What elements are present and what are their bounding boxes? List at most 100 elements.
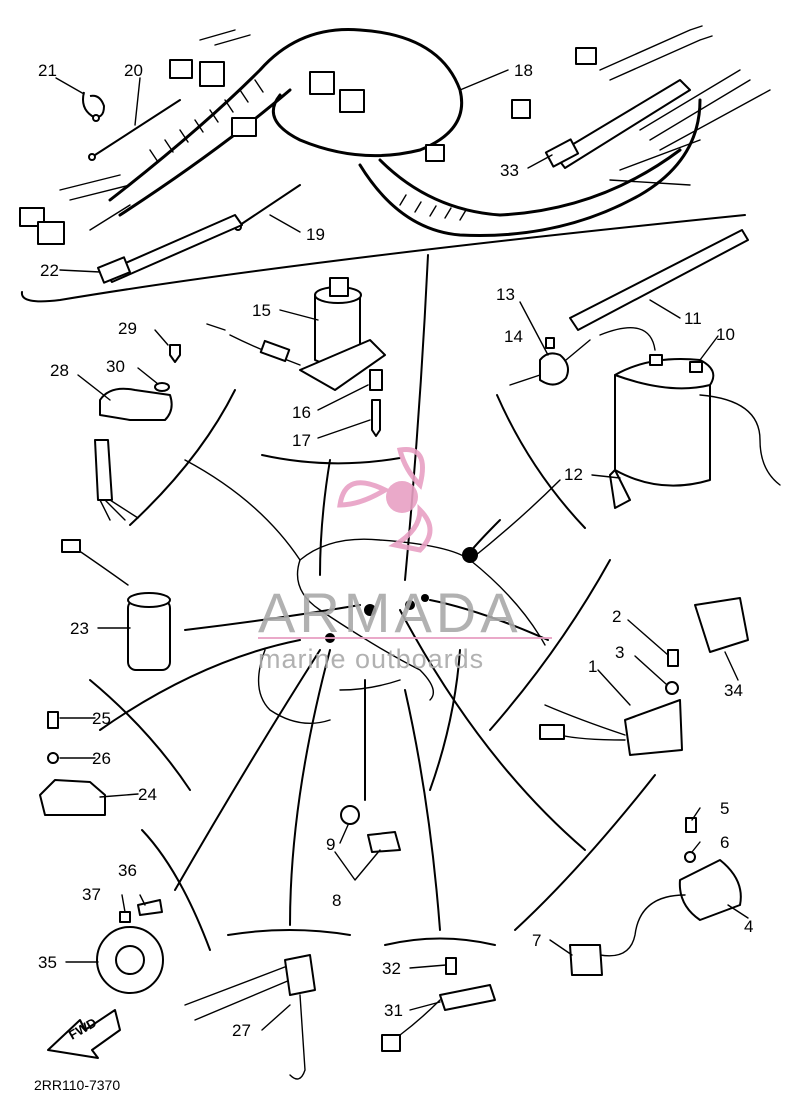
callout-33: 33 <box>500 161 519 180</box>
harness-connector <box>169 59 193 79</box>
divider-upper-right <box>496 394 586 529</box>
neutral-switch-group <box>94 344 181 521</box>
harness-main-loop <box>108 28 464 202</box>
bolt-5 <box>685 817 697 833</box>
component-1 <box>624 699 683 756</box>
bolt-25 <box>47 711 59 729</box>
callout-6: 6 <box>720 833 729 852</box>
leader-grommet <box>429 649 461 791</box>
callout-15: 15 <box>252 301 271 320</box>
battery-10-body <box>614 370 711 487</box>
ignition-coil-group <box>569 817 742 976</box>
callout-22: 22 <box>40 261 59 280</box>
callout-5: 5 <box>720 799 729 818</box>
grommet-9 <box>340 805 360 825</box>
harness-connector <box>199 61 225 87</box>
tie-strap-33 <box>544 79 691 169</box>
main-switch-15 <box>206 277 386 437</box>
callout-37: 37 <box>82 885 101 904</box>
harness-connector <box>339 89 365 113</box>
battery-cable <box>599 327 656 351</box>
callout-29: 29 <box>118 319 137 338</box>
coil-lead <box>599 894 686 957</box>
washer-6 <box>684 851 696 863</box>
callout-34: 34 <box>724 681 743 700</box>
mount-point <box>405 600 415 610</box>
handle-switch-body <box>127 599 171 671</box>
callout-28: 28 <box>50 361 69 380</box>
clip-hole <box>92 114 100 122</box>
section-dividers <box>20 214 746 951</box>
tie-strap-head <box>544 138 580 168</box>
battery-group <box>509 229 781 509</box>
callout-14: 14 <box>504 327 523 346</box>
divider-upper-left <box>129 389 236 526</box>
harness-branch <box>118 88 292 217</box>
divider-horn <box>141 829 211 951</box>
watermark: ARMADA marine outboards <box>258 446 552 674</box>
harness-tape-wrap <box>399 194 467 221</box>
leader-cdi <box>429 599 549 641</box>
washer-3 <box>665 681 679 695</box>
harness-connector <box>231 117 257 137</box>
leader-plug <box>289 649 331 926</box>
callout-24: 24 <box>138 785 157 804</box>
spark-plug-lead-27 <box>184 954 316 1080</box>
horn-group <box>96 899 164 994</box>
bolt-2 <box>667 649 679 667</box>
harness-connector <box>511 99 531 119</box>
watermark-tagline: marine outboards <box>258 644 484 674</box>
fuse-14 <box>545 337 555 349</box>
handle-switch-23 <box>61 539 171 671</box>
component-1-connector <box>539 724 565 740</box>
wire-harness <box>19 25 771 245</box>
leader-switch <box>319 459 331 576</box>
harness-tape-wrap <box>149 79 264 163</box>
band-20 <box>94 99 181 156</box>
leader-rectifier <box>99 639 301 731</box>
callout-8: 8 <box>332 891 341 910</box>
component-28 <box>99 387 173 421</box>
callout-21: 21 <box>38 61 57 80</box>
relay-leads <box>509 339 591 386</box>
logo-blade <box>337 480 391 508</box>
washer-26 <box>47 752 59 764</box>
clip-21 <box>82 91 105 122</box>
handle-switch-top <box>127 592 171 608</box>
bolt-group-8 <box>334 805 401 881</box>
callout-17: 17 <box>292 431 311 450</box>
bolt-36 <box>137 899 163 916</box>
callout-12: 12 <box>564 465 583 484</box>
callout-4: 4 <box>744 917 753 936</box>
harness-leads <box>59 174 131 231</box>
battery-terminal <box>649 354 663 366</box>
harness-section-divider <box>20 214 746 303</box>
callout-26: 26 <box>92 749 111 768</box>
frame-lower-mid <box>339 679 401 691</box>
screw-32 <box>445 957 457 975</box>
logo-hub <box>386 481 418 513</box>
washer-37 <box>119 911 131 923</box>
callout-9: 9 <box>326 835 335 854</box>
leader-23 <box>184 604 361 631</box>
callout-31: 31 <box>384 1001 403 1020</box>
callout-36: 36 <box>118 861 137 880</box>
washer-30 <box>154 382 170 392</box>
leader-horn <box>174 649 321 891</box>
screw-29 <box>169 344 181 363</box>
callout-13: 13 <box>496 285 515 304</box>
harness-connector <box>575 47 597 65</box>
mount-point <box>421 594 429 602</box>
handle-switch-lead <box>74 547 129 586</box>
logo-blade <box>396 446 425 490</box>
callout-25: 25 <box>92 709 111 728</box>
harness-leads <box>199 29 251 46</box>
fwd-arrow-shape <box>47 1009 121 1059</box>
strap-22 <box>97 214 243 284</box>
bolt-8 <box>367 831 401 853</box>
fwd-arrow-icon: FWD <box>47 1009 121 1059</box>
main-switch-connector <box>259 339 291 363</box>
leader-coil <box>399 609 586 851</box>
